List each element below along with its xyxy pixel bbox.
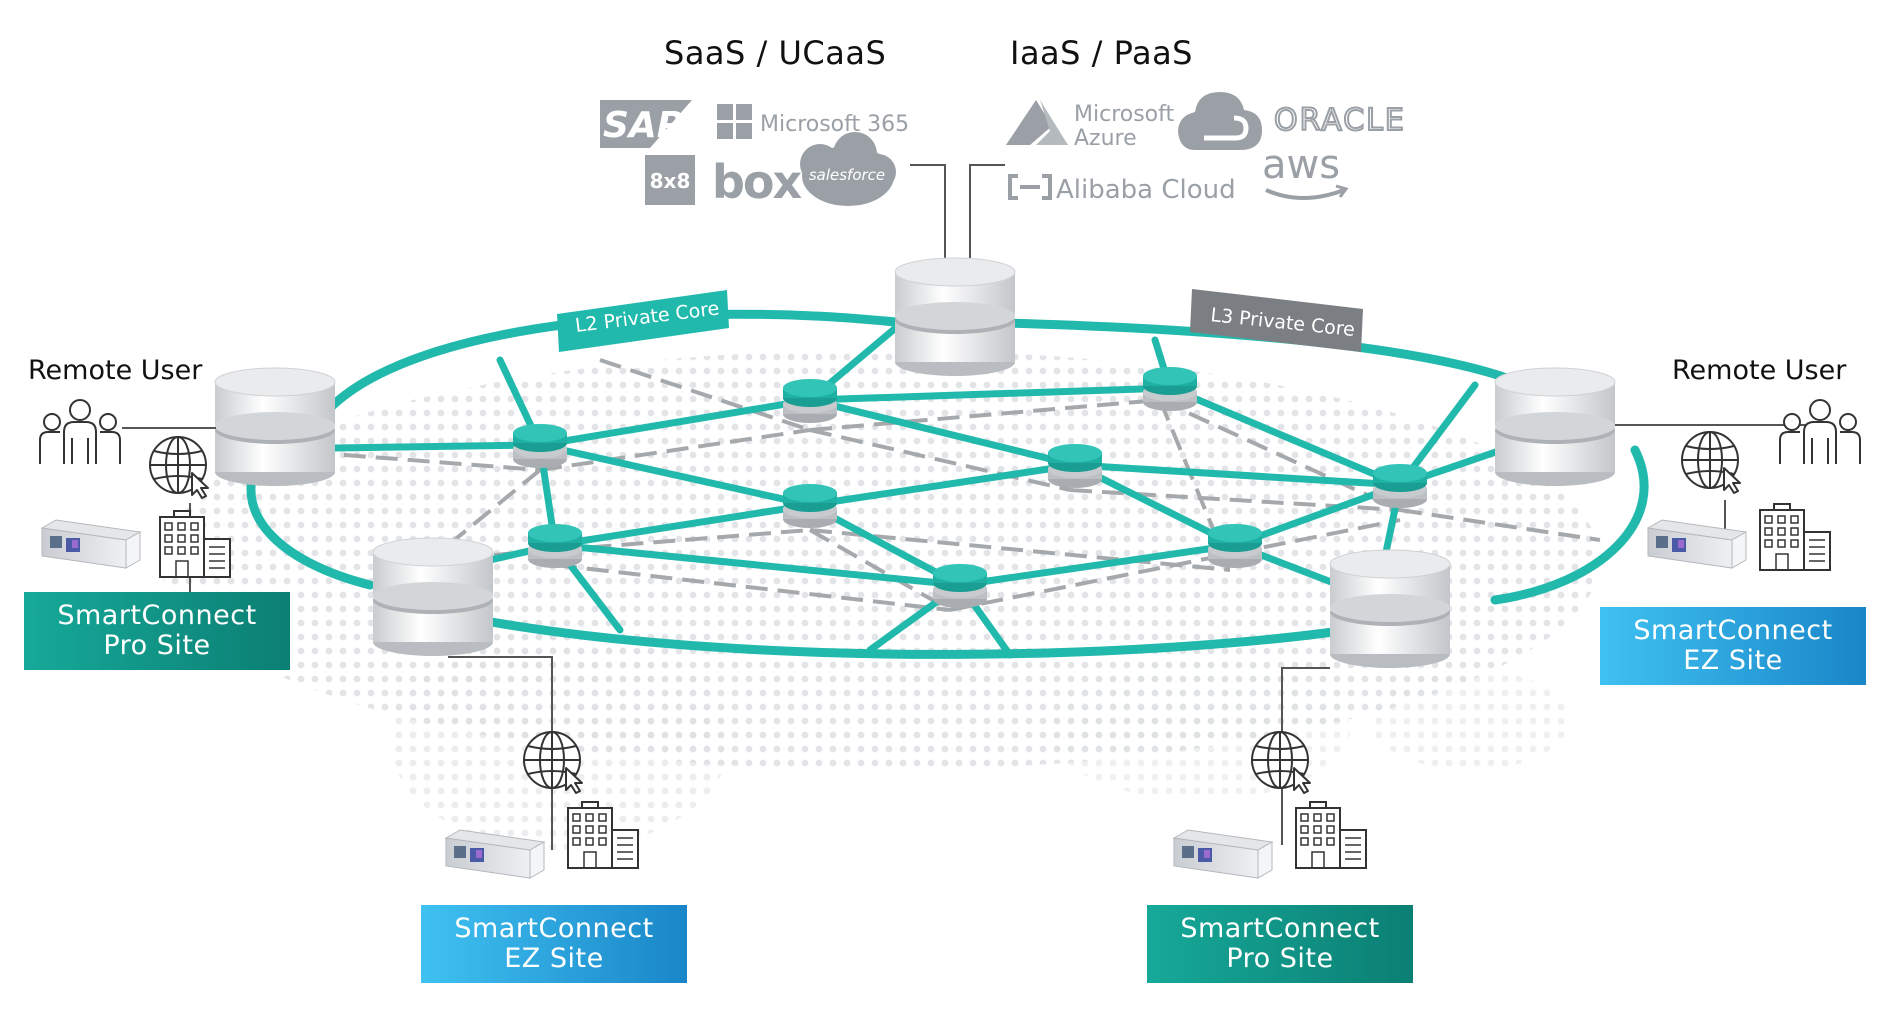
google-cloud-logo-icon — [1178, 92, 1262, 150]
router-node-icon — [528, 524, 582, 568]
site-label-line1: SmartConnect — [1633, 615, 1833, 646]
svg-text:salesforce: salesforce — [809, 166, 885, 184]
server-stack-icon — [214, 367, 336, 487]
router-node-icon — [1143, 367, 1197, 411]
sap-logo-icon: SAP — [600, 100, 692, 148]
microsoft365-logo-icon: Microsoft 365 — [717, 104, 909, 139]
office-building-icon — [1295, 801, 1367, 869]
l3-private-core-tag: L3 Private Core — [1190, 289, 1363, 352]
router-node-icon — [783, 484, 837, 528]
l2-private-core-tag: L2 Private Core — [557, 290, 729, 352]
users-icon — [39, 399, 121, 465]
salesforce-logo-icon: salesforce — [800, 132, 896, 206]
iaas-logos: Microsoft Azure ORACLE Alibaba Cloud aws — [1006, 92, 1406, 205]
box-logo: box — [712, 155, 802, 209]
edge-appliance-icon — [1173, 829, 1273, 879]
saas-logos: SAP Microsoft 365 8x8 box salesforce — [600, 100, 909, 209]
saas-ucaas-header: SaaS / UCaaS — [664, 34, 887, 72]
smartconnect-pro-site-left: SmartConnect Pro Site — [24, 592, 290, 670]
router-node-icon — [933, 564, 987, 608]
iaas-paas-header: IaaS / PaaS — [1010, 34, 1193, 72]
server-stack-icon — [894, 257, 1016, 377]
server-stack-icon — [1494, 367, 1616, 487]
users-icon — [1779, 399, 1861, 465]
svg-text:Azure: Azure — [1074, 126, 1137, 151]
router-node-icon — [1048, 444, 1102, 488]
router-node-icon — [783, 379, 837, 423]
site-label-line1: SmartConnect — [57, 600, 257, 631]
smartconnect-ez-site-bottom: SmartConnect EZ Site — [421, 905, 687, 983]
svg-text:aws: aws — [1262, 142, 1340, 188]
office-building-icon — [1759, 503, 1831, 571]
router-node-icon — [1208, 524, 1262, 568]
svg-text:Microsoft: Microsoft — [1074, 102, 1174, 127]
svg-text:Alibaba Cloud: Alibaba Cloud — [1056, 175, 1236, 205]
site-label-line2: EZ Site — [504, 943, 604, 974]
globe-cursor-icon — [149, 436, 209, 499]
edge-appliance-icon — [41, 519, 141, 569]
router-node-icon — [513, 424, 567, 468]
svg-text:SAP: SAP — [603, 105, 683, 146]
remote-user-label-left: Remote User — [28, 355, 203, 386]
remote-user-label-right: Remote User — [1672, 355, 1847, 386]
azure-logo-icon: Microsoft Azure — [1006, 100, 1174, 151]
alibaba-cloud-logo-icon: Alibaba Cloud — [1008, 174, 1236, 205]
site-label-line1: SmartConnect — [1180, 913, 1380, 944]
edge-appliance-icon — [1647, 519, 1747, 569]
svg-text:8x8: 8x8 — [650, 169, 691, 193]
server-stack-icon — [1329, 549, 1451, 669]
site-label-line1: SmartConnect — [454, 913, 654, 944]
site-label-line2: Pro Site — [103, 630, 211, 661]
smartconnect-pro-site-bottom: SmartConnect Pro Site — [1147, 905, 1413, 983]
site-label-line2: EZ Site — [1683, 645, 1783, 676]
site-label-line2: Pro Site — [1226, 943, 1334, 974]
eight-by-eight-logo-icon: 8x8 — [645, 155, 695, 205]
router-node-icon — [1373, 464, 1427, 508]
cloud-uplink-lines — [910, 164, 1005, 270]
aws-logo-icon: aws — [1262, 142, 1349, 200]
smartconnect-ez-site-right: SmartConnect EZ Site — [1600, 607, 1866, 685]
globe-cursor-icon — [1681, 431, 1741, 494]
underlay-dashed-mesh — [279, 358, 1601, 612]
server-stack-icon — [372, 537, 494, 657]
oracle-logo: ORACLE — [1274, 103, 1406, 138]
svg-text:Microsoft 365: Microsoft 365 — [760, 112, 909, 137]
